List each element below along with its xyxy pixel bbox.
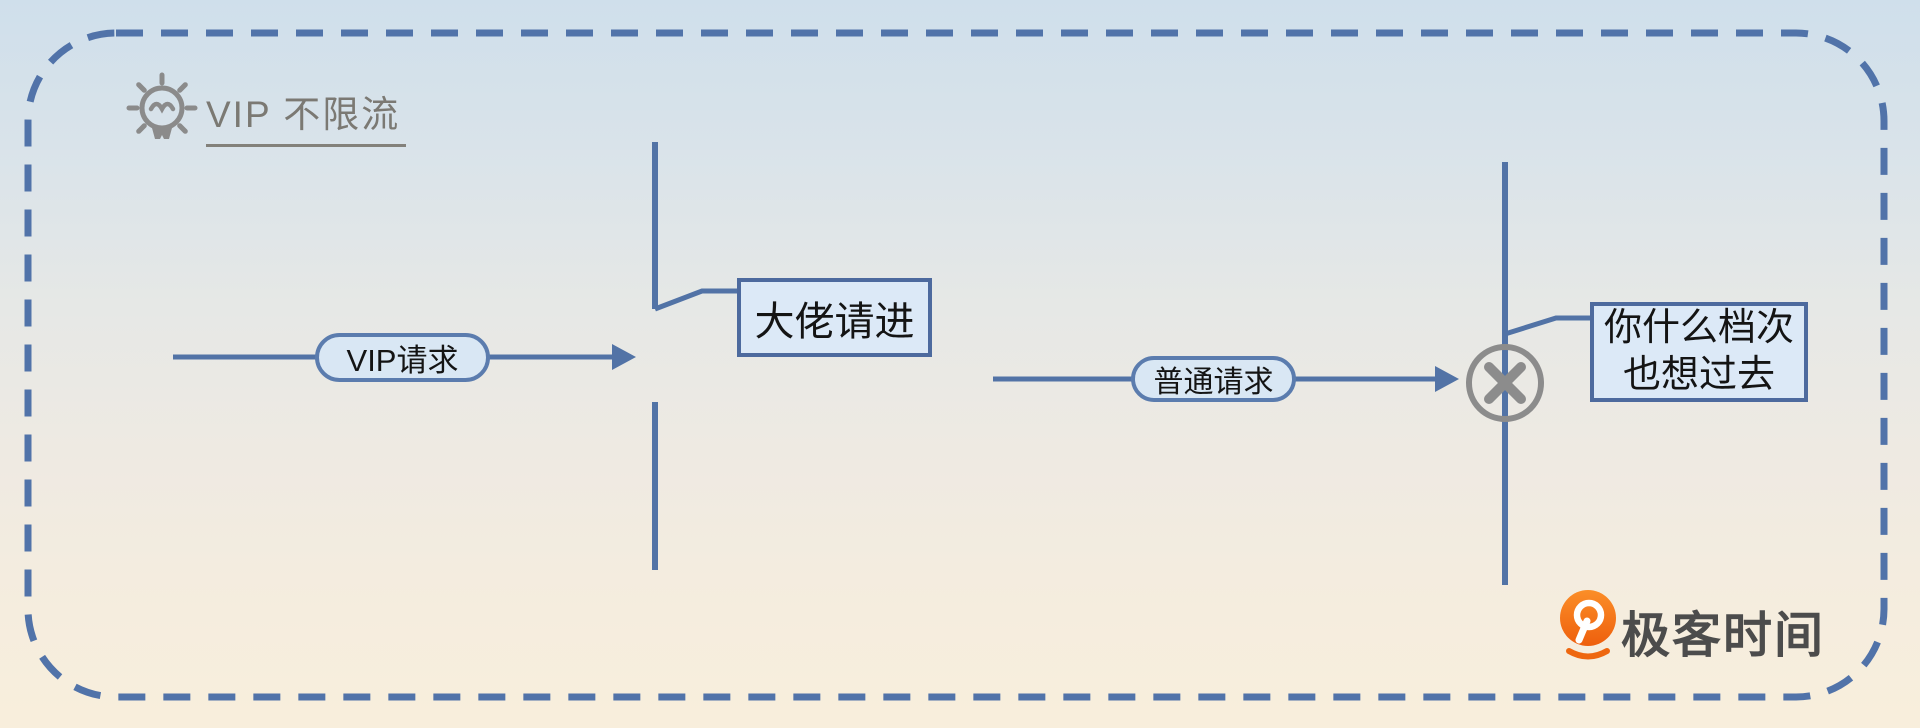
vip-note-box: 大佬请进 [737,278,932,357]
blocked-note-connector [1504,315,1592,337]
vip-request-pill-label: VIP请求 [346,343,459,378]
normal-request-pill: 普通请求 [1131,356,1296,402]
geektime-logo-text: 极客时间 [1621,609,1826,663]
geektime-logo-icon [1560,590,1616,660]
normal-request-pill-label: 普通请求 [1153,366,1274,399]
normal-arrowhead-icon [1435,366,1459,392]
lightbulb-icon [126,72,198,139]
vip-note-connector [654,288,739,312]
blocked-note-box: 你什么档次 也想过去 [1590,302,1808,402]
vip-request-pill: VIP请求 [315,333,490,382]
dashed-border [24,29,1888,701]
blocked-note-line1: 你什么档次 [1603,307,1794,349]
vip-note-label: 大佬请进 [754,299,915,344]
page-title: VIP 不限流 [206,84,407,147]
blocked-note-line2: 也想过去 [1622,354,1775,396]
x-circle-icon [1466,344,1544,422]
vip-arrowhead-icon [612,344,636,370]
